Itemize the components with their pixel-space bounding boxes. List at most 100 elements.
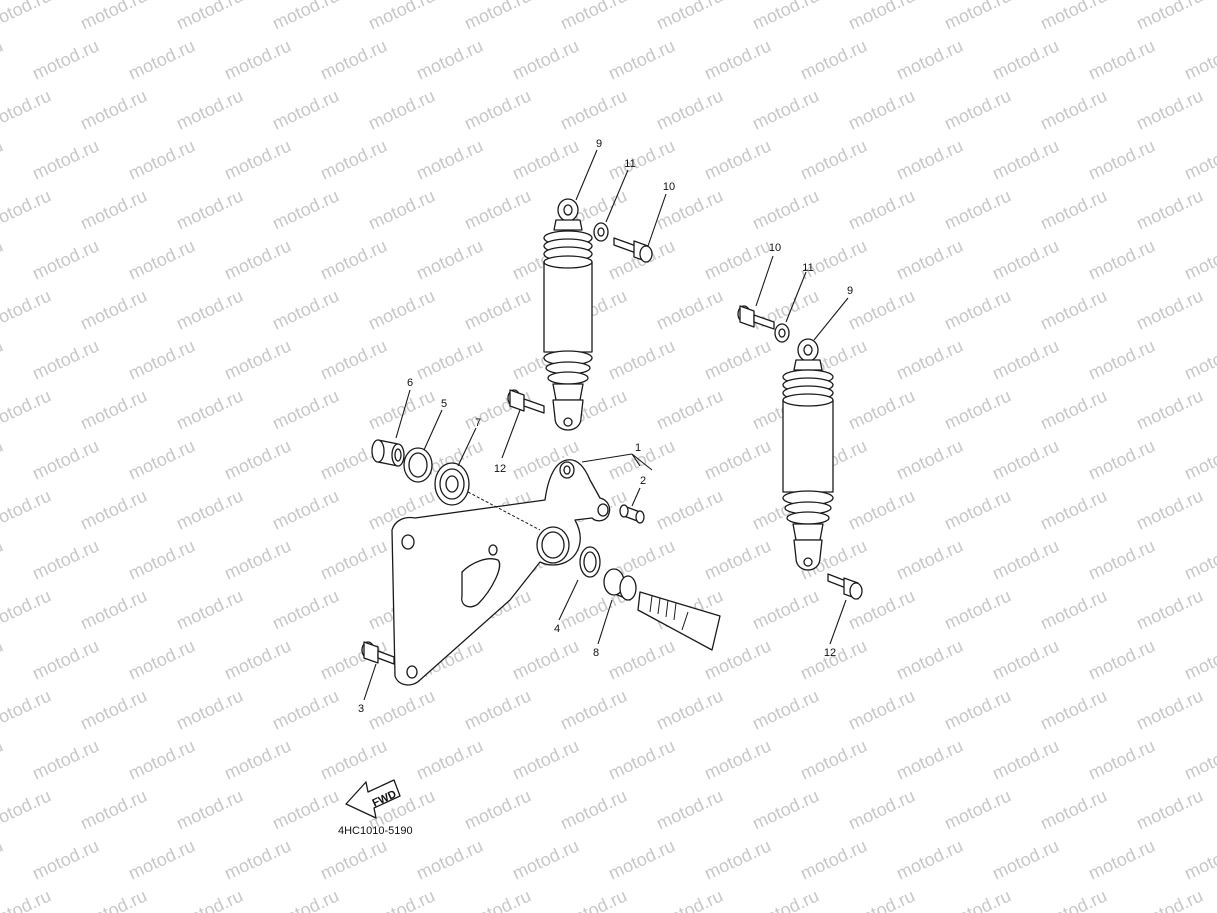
watermark-text: motod.ru xyxy=(0,335,6,383)
callout-labels: 9 11 10 10 11 9 1 2 6 5 7 12 4 8 3 12 xyxy=(358,138,853,715)
watermark-text: motod.ru xyxy=(413,135,486,183)
part-code: 4HC1010-5190 xyxy=(338,825,413,837)
watermark-text: motod.ru xyxy=(797,235,870,283)
bolt-lower-left xyxy=(507,389,545,414)
watermark-text: motod.ru xyxy=(173,185,246,233)
watermark-text: motod.ru xyxy=(989,35,1062,83)
watermark-text: motod.ru xyxy=(797,735,870,783)
watermark-text: motod.ru xyxy=(509,135,582,183)
watermark-text: motod.ru xyxy=(0,885,54,913)
watermark-text: motod.ru xyxy=(29,335,102,383)
watermark-text: motod.ru xyxy=(941,485,1014,533)
watermark-text: motod.ru xyxy=(605,835,678,883)
watermark-text: motod.ru xyxy=(893,635,966,683)
watermark-text: motod.ru xyxy=(701,35,774,83)
watermark-text: motod.ru xyxy=(221,735,294,783)
watermark-text: motod.ru xyxy=(1037,685,1110,733)
watermark-text: motod.ru xyxy=(893,135,966,183)
callout-1: 1 xyxy=(635,442,641,454)
watermark-text: motod.ru xyxy=(77,285,150,333)
collar xyxy=(371,439,405,467)
watermark-text: motod.ru xyxy=(1037,385,1110,433)
watermark-text: motod.ru xyxy=(461,0,534,34)
watermark-text: motod.ru xyxy=(701,435,774,483)
watermark-text: motod.ru xyxy=(461,785,534,833)
watermark-text: motod.ru xyxy=(125,35,198,83)
washer-upper-right xyxy=(774,323,790,343)
watermark-text: motod.ru xyxy=(749,185,822,233)
watermark-text: motod.ru xyxy=(845,485,918,533)
watermark-text: motod.ru xyxy=(317,35,390,83)
watermark-text: motod.ru xyxy=(0,235,6,283)
watermark-text: motod.ru xyxy=(269,385,342,433)
watermark-text: motod.ru xyxy=(1181,35,1217,83)
watermark-text: motod.ru xyxy=(941,685,1014,733)
watermark-text: motod.ru xyxy=(1133,785,1206,833)
watermark-text: motod.ru xyxy=(653,685,726,733)
watermark-text: motod.ru xyxy=(941,785,1014,833)
watermark-text: motod.ru xyxy=(317,735,390,783)
watermark-text: motod.ru xyxy=(173,0,246,34)
watermark-text: motod.ru xyxy=(701,135,774,183)
watermark-text: motod.ru xyxy=(701,835,774,883)
callout-10: 10 xyxy=(769,242,781,254)
watermark-text: motod.ru xyxy=(989,735,1062,783)
watermark-text: motod.ru xyxy=(1037,885,1110,913)
watermark-text: motod.ru xyxy=(317,235,390,283)
bearing xyxy=(434,462,470,506)
watermark-text: motod.ru xyxy=(221,435,294,483)
watermark-text: motod.ru xyxy=(173,385,246,433)
watermark-text: motod.ru xyxy=(413,235,486,283)
callout-2: 2 xyxy=(640,475,646,487)
watermark-text: motod.ru xyxy=(509,35,582,83)
watermark-text: motod.ru xyxy=(77,885,150,913)
watermark-text: motod.ru xyxy=(1181,335,1217,383)
callout-12: 12 xyxy=(494,463,506,475)
watermark-text: motod.ru xyxy=(0,185,54,233)
watermark-text: motod.ru xyxy=(749,0,822,34)
watermark-text: motod.ru xyxy=(125,235,198,283)
watermark-text: motod.ru xyxy=(413,335,486,383)
watermark-text: motod.ru xyxy=(701,335,774,383)
watermark-text: motod.ru xyxy=(1037,0,1110,34)
watermark-text: motod.ru xyxy=(269,85,342,133)
left-shock-absorber xyxy=(543,198,593,431)
watermark-text: motod.ru xyxy=(1133,85,1206,133)
bolt-bracket xyxy=(361,641,395,665)
watermark-text: motod.ru xyxy=(653,885,726,913)
watermark-text: motod.ru xyxy=(989,635,1062,683)
watermark-text: motod.ru xyxy=(1085,335,1158,383)
watermark-text: motod.ru xyxy=(29,235,102,283)
leader-lines xyxy=(363,149,849,701)
watermark-text: motod.ru xyxy=(269,185,342,233)
watermark-text: motod.ru xyxy=(749,685,822,733)
watermark-text: motod.ru xyxy=(1133,885,1206,913)
bolt-lower-right xyxy=(827,573,863,600)
watermark-text: motod.ru xyxy=(893,735,966,783)
oil-seal-upper xyxy=(403,447,433,483)
watermark-text: motod.ru xyxy=(1181,535,1217,583)
watermark-text: motod.ru xyxy=(461,885,534,913)
callout-11: 11 xyxy=(802,262,813,274)
assembly-line xyxy=(467,491,541,531)
watermark-text: motod.ru xyxy=(29,35,102,83)
watermark-text: motod.ru xyxy=(0,785,54,833)
bolt-upper-right xyxy=(737,305,775,330)
watermark-text: motod.ru xyxy=(0,685,54,733)
watermark-text: motod.ru xyxy=(125,135,198,183)
watermark-text: motod.ru xyxy=(1133,485,1206,533)
watermark-text: motod.ru xyxy=(365,0,438,34)
watermark-text: motod.ru xyxy=(221,335,294,383)
watermark-text: motod.ru xyxy=(77,185,150,233)
watermark-text: motod.ru xyxy=(557,785,630,833)
watermark-text: motod.ru xyxy=(269,0,342,34)
watermark-text: motod.ru xyxy=(461,285,534,333)
watermark-text: motod.ru xyxy=(0,585,54,633)
oil-seal-lower xyxy=(579,546,601,578)
watermark-text: motod.ru xyxy=(413,35,486,83)
watermark-text: motod.ru xyxy=(941,385,1014,433)
watermark-text: motod.ru xyxy=(0,135,6,183)
watermark-text: motod.ru xyxy=(989,435,1062,483)
